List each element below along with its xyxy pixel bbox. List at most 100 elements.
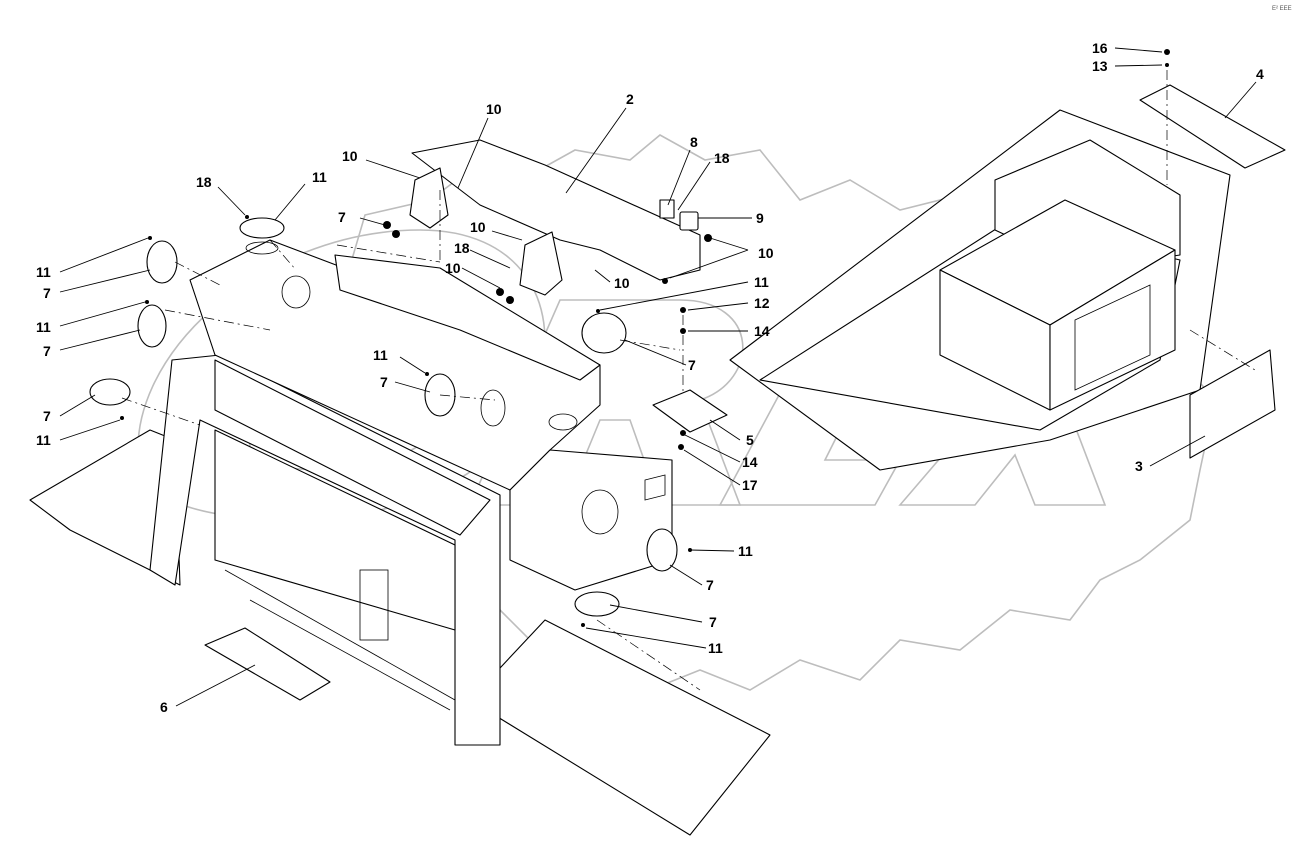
latch-bracket — [659, 199, 675, 219]
console-opening — [1074, 284, 1151, 391]
leader-line — [624, 339, 687, 366]
leader-line — [689, 549, 735, 552]
leader-line — [217, 186, 246, 216]
assembly-line — [596, 619, 701, 691]
rail — [249, 599, 451, 711]
port-circle — [581, 489, 619, 535]
callout-label: 18 — [714, 150, 730, 166]
leader-line — [1149, 435, 1206, 467]
fastener — [148, 236, 152, 240]
leader-line — [667, 149, 691, 206]
callout-label: 7 — [43, 408, 51, 424]
fastener — [425, 372, 429, 376]
leader-line — [59, 329, 141, 351]
callout-label: 5 — [746, 432, 754, 448]
inspection-window — [359, 569, 389, 641]
callout-label: 16 — [1092, 40, 1108, 56]
callout-label: 4 — [1256, 66, 1264, 82]
callout-label: 10 — [758, 245, 774, 261]
callout-label: 11 — [373, 347, 388, 363]
callout-label: 14 — [754, 323, 770, 339]
callout-label: 7 — [706, 577, 714, 593]
slot-window — [644, 474, 666, 501]
housing-top — [189, 239, 601, 491]
leader-line — [59, 419, 121, 441]
leader-line — [469, 249, 511, 269]
assembly-line — [174, 261, 221, 286]
right-frame-assembly — [729, 109, 1231, 471]
cover-plate-5 — [652, 389, 728, 433]
round-cover — [646, 528, 678, 572]
callout-label: 11 — [36, 432, 51, 448]
callout-label: 11 — [36, 264, 51, 280]
fastener — [662, 278, 668, 284]
leader-line — [1224, 81, 1257, 119]
port-circle — [548, 413, 578, 431]
callout-label: 6 — [160, 699, 168, 715]
leader-lines — [59, 47, 1257, 707]
fastener — [392, 230, 400, 238]
leader-line — [669, 249, 749, 279]
housing-front-face — [214, 359, 491, 536]
front-frame — [149, 354, 501, 746]
leader-line — [365, 159, 421, 179]
round-cover — [137, 304, 167, 348]
port-circle — [281, 275, 311, 309]
cover-plate-3 — [1189, 349, 1276, 459]
callout-label: 17 — [742, 477, 758, 493]
callout-label: 7 — [338, 209, 346, 225]
hinge-upper — [409, 167, 449, 229]
lid-panel — [411, 139, 701, 281]
leader-line — [683, 449, 741, 486]
round-cover — [146, 240, 178, 284]
callout-label: 11 — [754, 274, 769, 290]
callout-label: 14 — [742, 454, 758, 470]
assembly-line — [121, 397, 201, 426]
main-housing — [29, 239, 771, 836]
leader-line — [175, 664, 256, 707]
callout-label: 7 — [688, 357, 696, 373]
callout-label: 10 — [342, 148, 358, 164]
assembly-line — [269, 239, 297, 271]
console-box-side — [1049, 249, 1176, 411]
assembly-line — [1189, 329, 1256, 371]
callout-label: 2 — [626, 91, 634, 107]
callout-label: 11 — [708, 640, 723, 656]
callout-label: 3 — [1135, 458, 1143, 474]
fastener — [680, 307, 686, 313]
top-lid — [409, 139, 701, 296]
leader-line — [1114, 47, 1163, 53]
leader-line — [687, 302, 749, 311]
leader-line — [684, 434, 741, 463]
leader-line — [59, 301, 146, 327]
leader-line — [399, 356, 426, 374]
callout-label: 13 — [1092, 58, 1108, 74]
housing-side-block — [509, 449, 673, 591]
leader-line — [709, 237, 749, 251]
fastener — [581, 623, 585, 627]
leader-line — [677, 161, 711, 211]
round-cover — [574, 591, 620, 617]
callout-label: 10 — [470, 219, 486, 235]
assembly-line — [439, 394, 496, 401]
housing-lower-panel — [214, 429, 456, 631]
callout-labels: 16 13 4 10 2 8 18 9 10 18 11 7 10 10 11 … — [36, 40, 1264, 715]
assembly-line — [336, 244, 441, 263]
leader-line — [585, 627, 707, 649]
callout-label: 18 — [454, 240, 470, 256]
assembly-line — [164, 309, 271, 331]
fastener — [145, 300, 149, 304]
leader-line — [394, 381, 431, 393]
rail — [224, 569, 456, 701]
fastener — [245, 215, 249, 219]
round-cover — [89, 378, 131, 406]
round-cover — [581, 312, 627, 354]
fastener — [506, 296, 514, 304]
base-plate-bottom — [469, 619, 771, 836]
leader-line — [59, 269, 151, 293]
port-circle — [245, 241, 279, 255]
leader-line — [59, 394, 96, 417]
fastener — [596, 309, 600, 313]
callout-label: 12 — [754, 295, 770, 311]
